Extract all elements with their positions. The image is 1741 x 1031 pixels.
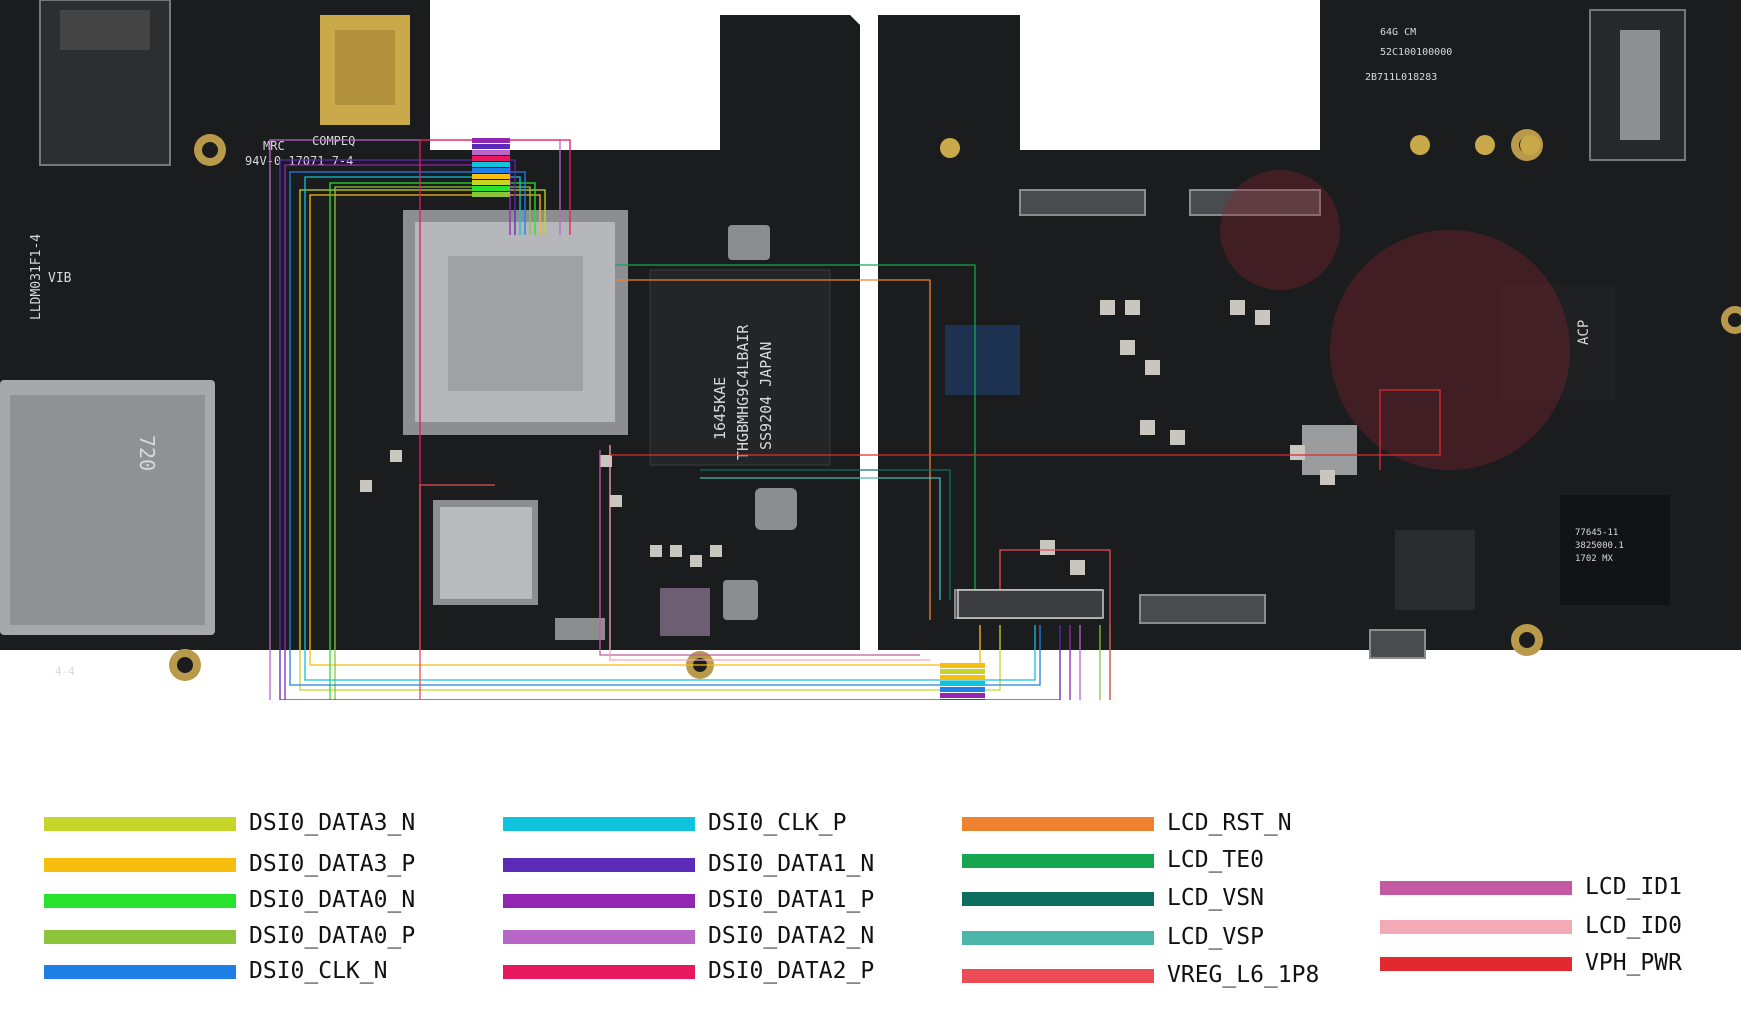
legend-swatch bbox=[44, 858, 236, 872]
smd-passives bbox=[360, 300, 1335, 575]
legend-label: DSI0_DATA3_P bbox=[249, 851, 416, 877]
legend-swatch bbox=[503, 965, 695, 979]
trace-lcd-vsn bbox=[700, 469, 951, 600]
trace-dsi0-data0-p bbox=[334, 186, 1101, 700]
legend-swatch bbox=[1380, 957, 1572, 971]
trace-lcd-id0 bbox=[609, 445, 930, 661]
legend-label: LCD_VSN bbox=[1167, 885, 1264, 911]
svg-text:64G CM: 64G CM bbox=[1380, 27, 1416, 38]
svg-text:ACP: ACP bbox=[1576, 320, 1592, 345]
legend-label: DSI0_DATA0_N bbox=[249, 887, 416, 913]
legend-swatch bbox=[962, 854, 1154, 868]
svg-text:1702 MX: 1702 MX bbox=[1575, 554, 1614, 564]
legend-label: DSI0_CLK_P bbox=[708, 810, 847, 836]
legend-label: LCD_TE0 bbox=[1167, 847, 1264, 873]
rf-connectors bbox=[940, 135, 1540, 158]
legend-swatch bbox=[503, 858, 695, 872]
svg-text:COMPEQ: COMPEQ bbox=[312, 134, 355, 148]
legend-swatch bbox=[962, 892, 1154, 906]
trace-dsi0-data2-n bbox=[269, 139, 1081, 700]
legend-label: DSI0_DATA1_P bbox=[708, 887, 875, 913]
signal-traces bbox=[269, 139, 1441, 700]
trace-dsi0-data3-p bbox=[309, 194, 981, 666]
svg-text:4-4: 4-4 bbox=[55, 665, 75, 678]
emmc-chip bbox=[649, 269, 831, 466]
emmc-marking-1: 1645KAE bbox=[711, 377, 729, 440]
svg-text:77645-11: 77645-11 bbox=[1575, 528, 1618, 538]
legend-label: DSI0_DATA2_N bbox=[708, 923, 875, 949]
pcb-board-diagram: 720 1645KAE THGBMHG9C4LBAIR SS9204 JAPAN bbox=[0, 0, 1741, 700]
legend-swatch bbox=[1380, 920, 1572, 934]
legend-swatch bbox=[44, 894, 236, 908]
lcd-fpc-connector bbox=[957, 589, 1104, 619]
legend-swatch bbox=[44, 930, 236, 944]
legend-label: LCD_ID0 bbox=[1585, 913, 1682, 939]
legend-label: LCD_VSP bbox=[1167, 924, 1264, 950]
trace-vreg-l6-1p8 bbox=[419, 484, 1111, 700]
legend-swatch bbox=[503, 817, 695, 831]
svg-text:2B711L018283: 2B711L018283 bbox=[1365, 72, 1437, 83]
svg-text:LLDM031F1-4: LLDM031F1-4 bbox=[29, 234, 44, 320]
legend-label: DSI0_DATA1_N bbox=[708, 851, 875, 877]
legend-swatch bbox=[503, 930, 695, 944]
pcb-right-board bbox=[878, 0, 1741, 650]
emmc-marking-2: THGBMHG9C4LBAIR bbox=[734, 324, 752, 460]
emmc-marking-3: SS9204 JAPAN bbox=[757, 342, 775, 450]
trace-lcd-rst-n bbox=[615, 279, 931, 620]
legend-swatch bbox=[962, 969, 1154, 983]
legend-label: LCD_RST_N bbox=[1167, 810, 1292, 836]
trace-dsi0-clk-n bbox=[289, 171, 1041, 686]
svg-text:94V-0 17071 7-4: 94V-0 17071 7-4 bbox=[245, 154, 353, 168]
legend-label: VPH_PWR bbox=[1585, 950, 1682, 976]
sim-slot-label: 720 bbox=[135, 435, 159, 471]
legend-label: DSI0_DATA0_P bbox=[249, 923, 416, 949]
legend-label: LCD_ID1 bbox=[1585, 874, 1682, 900]
legend-swatch bbox=[503, 894, 695, 908]
legend-label: DSI0_CLK_N bbox=[249, 958, 388, 984]
legend-label: DSI0_DATA3_N bbox=[249, 810, 416, 836]
trace-dsi0-clk-p bbox=[304, 176, 1036, 681]
trace-dsi0-data3-n bbox=[299, 189, 1001, 691]
legend-swatch bbox=[962, 931, 1154, 945]
trace-dsi0-data0-n bbox=[329, 182, 1111, 700]
legend-label: DSI0_DATA2_P bbox=[708, 958, 875, 984]
watermark-blobs bbox=[1220, 170, 1570, 470]
legend-label: VREG_L6_1P8 bbox=[1167, 962, 1320, 988]
legend-swatch bbox=[1380, 881, 1572, 895]
trace-lcd-te0 bbox=[615, 264, 976, 590]
trace-lcd-vsp bbox=[700, 477, 941, 600]
net-tags bbox=[472, 138, 985, 700]
trace-lcd-id1 bbox=[599, 450, 920, 656]
svg-text:52C100100000: 52C100100000 bbox=[1380, 47, 1452, 58]
trace-dsi0-data1-n bbox=[279, 159, 1061, 700]
smd-components bbox=[555, 225, 1670, 640]
svg-text:3825000.1: 3825000.1 bbox=[1575, 541, 1624, 551]
svg-text:VIB: VIB bbox=[48, 271, 72, 286]
legend-swatch bbox=[44, 817, 236, 831]
svg-text:MRC: MRC bbox=[263, 139, 285, 153]
legend-swatch bbox=[44, 965, 236, 979]
legend-swatch bbox=[962, 817, 1154, 831]
mounting-holes bbox=[169, 129, 1741, 681]
trace-vph-pwr bbox=[610, 389, 1441, 470]
